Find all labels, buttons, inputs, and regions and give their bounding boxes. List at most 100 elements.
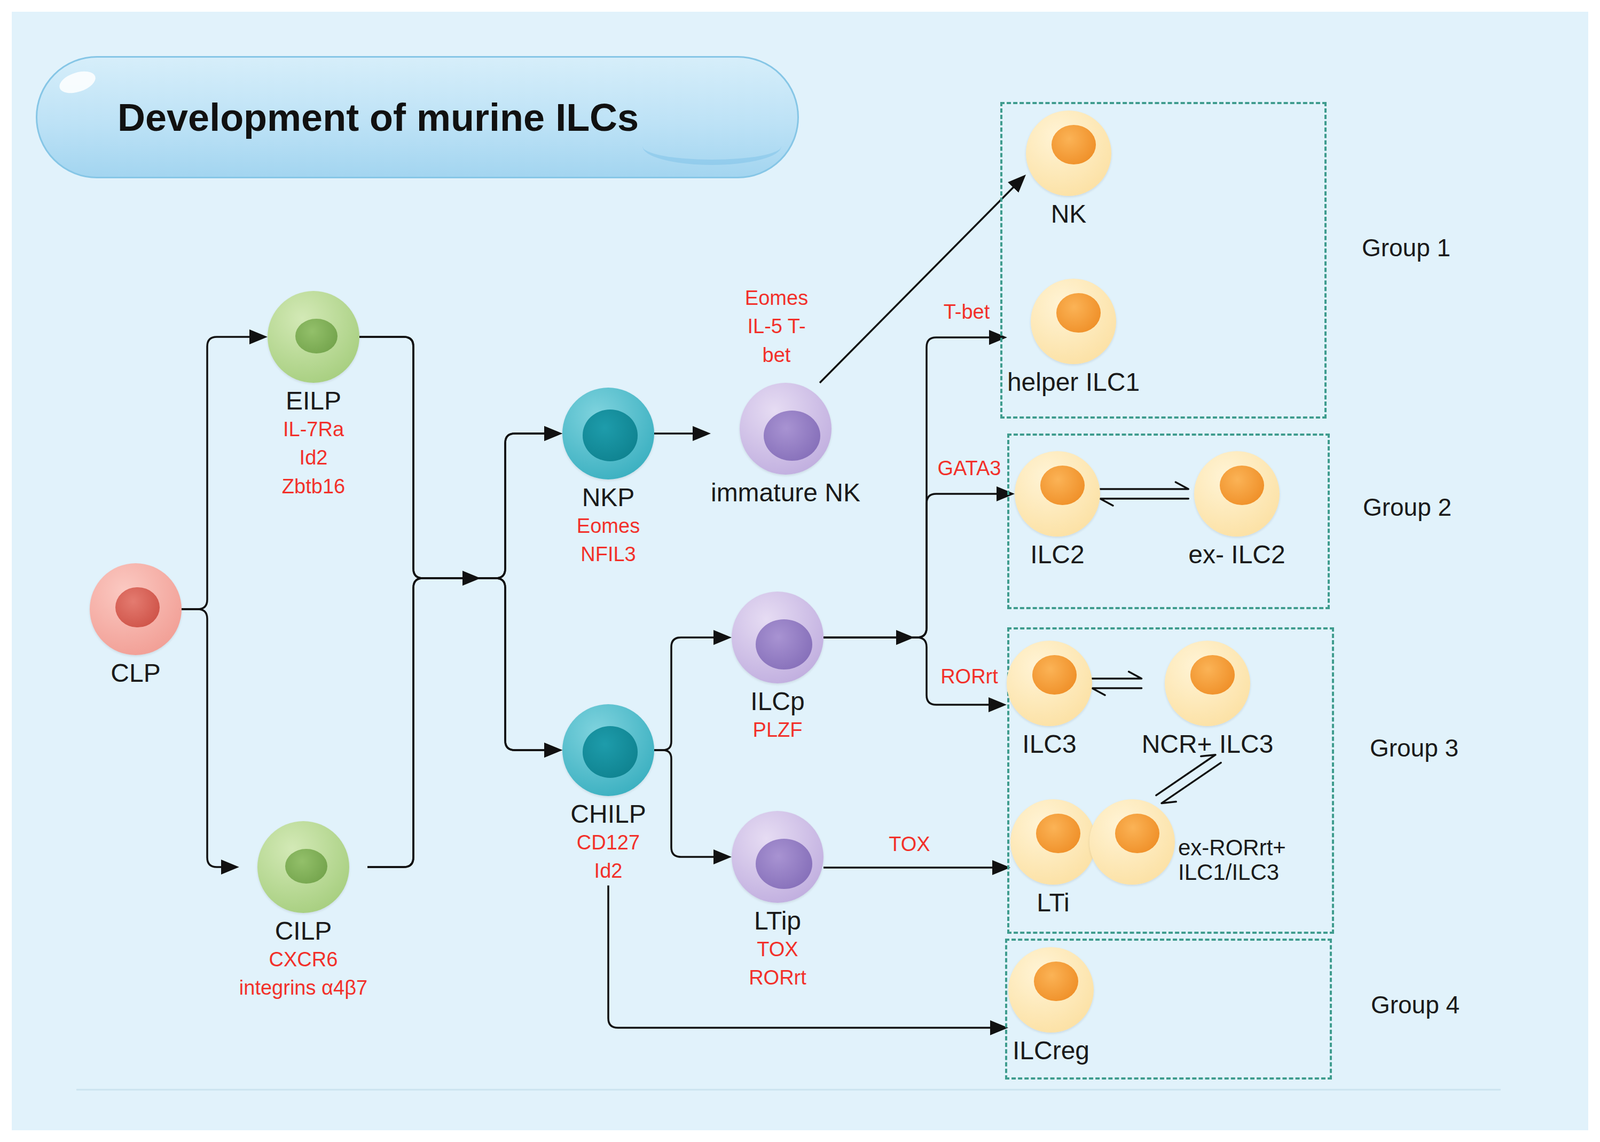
cell-nucleus xyxy=(285,849,328,884)
cell-nucleus xyxy=(1032,655,1077,695)
marker-label: integrins α4β7 xyxy=(239,974,368,1003)
cell-body xyxy=(1006,640,1093,727)
cell-node: ex- ILC2 xyxy=(1188,451,1285,570)
edge-label: T-bet xyxy=(943,297,991,327)
edge-label: Eomes IL-5 T-bet xyxy=(741,284,812,370)
cell-nucleus xyxy=(755,619,813,671)
marker-label: PLZF xyxy=(753,716,803,745)
cell-node: CLP xyxy=(89,563,182,688)
cell-node: ILC3 xyxy=(1006,640,1093,759)
cell-name: ILC3 xyxy=(1022,729,1077,759)
cell-nucleus xyxy=(1115,813,1160,854)
marker-label: Eomes xyxy=(576,512,640,541)
cell-body xyxy=(1025,110,1112,196)
cell-body xyxy=(1089,799,1175,885)
cell-name: LTi xyxy=(1036,888,1070,918)
cell-body xyxy=(267,291,360,383)
marker-label: RORrt xyxy=(748,963,807,993)
cell-body xyxy=(1030,278,1117,365)
cell-name: EILP xyxy=(285,386,342,416)
marker-label: IL-7Ra xyxy=(283,415,344,444)
cell-body xyxy=(731,591,824,684)
group-label: Group 2 xyxy=(1362,493,1452,522)
connector xyxy=(359,336,556,579)
cell-name: ILCp xyxy=(750,686,805,717)
connector xyxy=(359,336,556,751)
cell-node: CILPCXCR6integrins α4β7 xyxy=(239,821,368,1003)
cell-nucleus xyxy=(755,838,813,890)
marker-label: CXCR6 xyxy=(269,945,339,975)
bottom-rule xyxy=(76,1089,1501,1092)
edge-label: RORrt xyxy=(940,662,999,692)
cell-name: helper ILC1 xyxy=(1007,367,1140,397)
cell-node: immature NK xyxy=(710,382,861,508)
connector xyxy=(823,637,1001,705)
cell-body xyxy=(89,563,182,656)
group-label: Group 4 xyxy=(1370,991,1460,1020)
cell-node: NK xyxy=(1025,110,1112,229)
cell-name: ILC2 xyxy=(1030,539,1085,570)
cell-body xyxy=(1014,451,1101,537)
cell-name: NKP xyxy=(582,482,635,513)
connector xyxy=(367,433,556,868)
cell-nucleus xyxy=(582,409,638,461)
connector xyxy=(181,609,233,868)
cell-node: ex-RORrt+ ILC1/ILC3 xyxy=(1089,799,1312,885)
cell-node: ILC2 xyxy=(1014,451,1101,570)
cell-body xyxy=(562,387,655,480)
group-box: Group 3ILC3NCR+ ILC3LTiex-RORrt+ ILC1/IL… xyxy=(1007,627,1335,935)
cell-name: LTip xyxy=(754,906,802,936)
cell-node: EILPIL-7RaId2Zbtb16 xyxy=(267,291,360,501)
cell-node: ILCreg xyxy=(1008,947,1094,1066)
marker-label: Id2 xyxy=(594,857,623,886)
marker-label: NFIL3 xyxy=(580,540,636,569)
marker-label: Id2 xyxy=(299,443,328,473)
edge-label: TOX xyxy=(888,830,930,859)
cell-body xyxy=(1164,640,1251,727)
cell-name: immature NK xyxy=(710,477,861,508)
cell-nucleus xyxy=(1051,124,1096,165)
connector xyxy=(819,179,1022,384)
cell-body xyxy=(739,382,832,475)
cell-nucleus xyxy=(1036,813,1081,854)
group-box: Group 4ILCreg xyxy=(1005,938,1332,1080)
connector xyxy=(608,885,1002,1029)
cell-body xyxy=(1010,799,1096,885)
connector xyxy=(1156,755,1221,804)
cell-node: helper ILC1 xyxy=(1007,278,1140,397)
cell-nucleus xyxy=(1190,655,1235,695)
panel-ground xyxy=(11,11,1589,1131)
cell-name: NCR+ ILC3 xyxy=(1141,729,1274,759)
cell-nucleus xyxy=(295,318,338,354)
cell-nucleus xyxy=(1219,465,1265,506)
cell-body xyxy=(1194,451,1280,537)
cell-label-column: ex-RORrt+ ILC1/ILC3 xyxy=(1178,835,1312,885)
edge-label: GATA3 xyxy=(937,454,1002,483)
group-box: Group 1NKhelper ILC1 xyxy=(1000,102,1327,419)
connector xyxy=(367,578,556,868)
marker-label: Zbtb16 xyxy=(281,472,345,501)
cell-name: ex-RORrt+ ILC1/ILC3 xyxy=(1178,835,1312,885)
group-label: Group 1 xyxy=(1361,233,1451,263)
cell-name: ex- ILC2 xyxy=(1188,539,1285,570)
cell-body xyxy=(257,821,350,914)
connector xyxy=(823,866,1005,869)
cell-nucleus xyxy=(763,410,821,462)
group-label: Group 3 xyxy=(1369,734,1459,763)
connector xyxy=(654,637,726,751)
cell-nucleus xyxy=(1033,961,1079,1002)
marker-label: CD127 xyxy=(576,828,640,858)
connector xyxy=(654,750,726,858)
cell-node: ILCpPLZF xyxy=(731,591,824,745)
cell-nucleus xyxy=(1056,293,1101,333)
cell-body xyxy=(1008,947,1094,1033)
group-box: Group 2ILC2ex- ILC2 xyxy=(1007,433,1330,610)
connector xyxy=(181,336,262,610)
cell-body xyxy=(731,811,824,904)
connector xyxy=(654,432,705,435)
marker-label: TOX xyxy=(756,935,798,964)
cell-name: ILCreg xyxy=(1012,1036,1090,1066)
cell-nucleus xyxy=(1040,465,1085,506)
